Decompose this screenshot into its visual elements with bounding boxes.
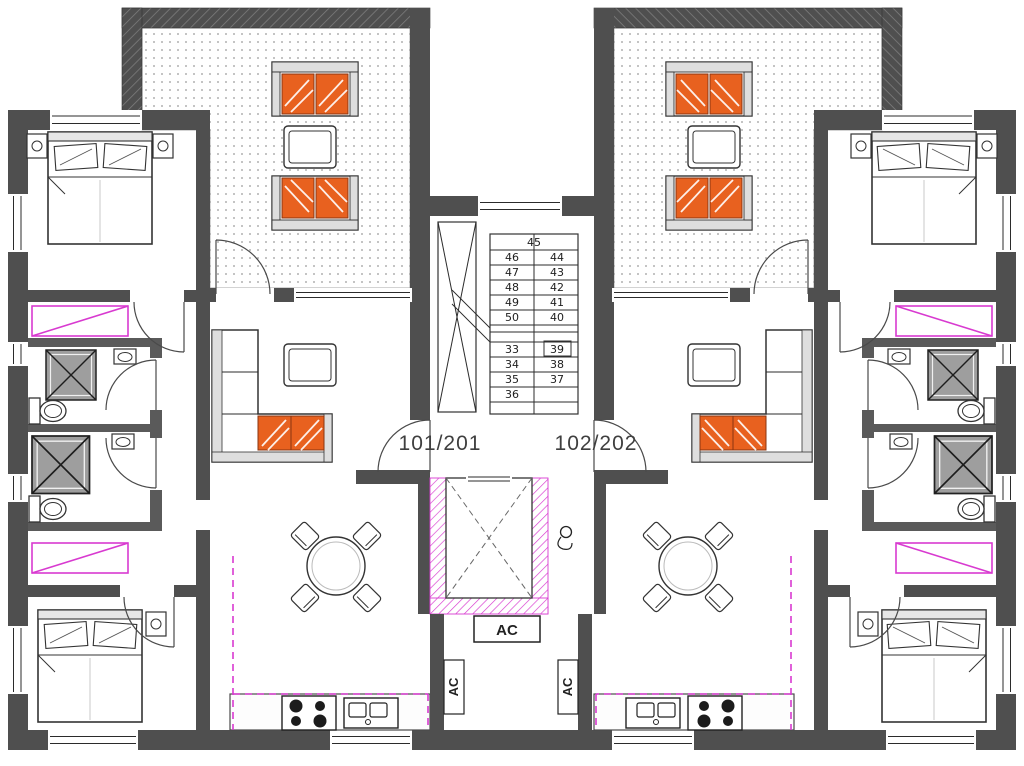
unit-label-right: 102/202 <box>555 432 638 455</box>
stair-treads <box>451 233 579 415</box>
ac-unit-box <box>473 615 541 643</box>
stair-step-number: 37 <box>550 373 564 386</box>
ac-shaft: AC AC AC <box>430 614 592 750</box>
shaft-wall <box>430 614 444 750</box>
stair-step-number: 40 <box>550 311 564 324</box>
stair-step-number: 33 <box>505 343 519 356</box>
exterior-bottom-wall <box>8 730 1016 750</box>
stair-shaft <box>437 221 477 413</box>
ac-label: AC <box>446 677 461 696</box>
stair-step-number: 46 <box>505 251 519 264</box>
stair-step-number: 34 <box>505 358 519 371</box>
stair-step-number: 44 <box>550 251 564 264</box>
elevator-wall <box>429 597 549 615</box>
elevator <box>429 473 573 615</box>
stair-step-number: 43 <box>550 266 564 279</box>
floor-drain-icon <box>557 525 573 550</box>
stair-step-number: 39 <box>550 343 564 356</box>
elevator-door <box>466 473 512 483</box>
stair-step-number: 50 <box>505 311 519 324</box>
elevator-cross <box>445 477 533 599</box>
step-39-box <box>543 340 572 357</box>
stair-window <box>478 196 562 216</box>
ac-label: AC <box>560 677 575 696</box>
stair-step-numbers: 45 46 47 48 49 50 33 34 35 36 44 43 42 4… <box>505 236 564 401</box>
stair-step-number: 42 <box>550 281 564 294</box>
stair-step-number: 36 <box>505 388 519 401</box>
stair-step-number: 38 <box>550 358 564 371</box>
unit-label-left: 101/201 <box>399 432 482 455</box>
stair-step-number: 47 <box>505 266 519 279</box>
stair-step-number: 45 <box>527 236 541 249</box>
elevator-wall <box>429 477 447 615</box>
stair-step-number: 48 <box>505 281 519 294</box>
staircase: 45 46 47 48 49 50 33 34 35 36 44 43 42 4… <box>430 196 594 415</box>
shaft-wall <box>578 614 592 750</box>
elevator-wall <box>531 477 549 615</box>
ac-label: AC <box>496 622 518 639</box>
ac-duct-box <box>557 659 579 715</box>
ac-duct-box <box>443 659 465 715</box>
stair-step-number: 41 <box>550 296 564 309</box>
stair-step-number: 49 <box>505 296 519 309</box>
stair-step-number: 35 <box>505 373 519 386</box>
stair-break-line <box>451 289 491 343</box>
